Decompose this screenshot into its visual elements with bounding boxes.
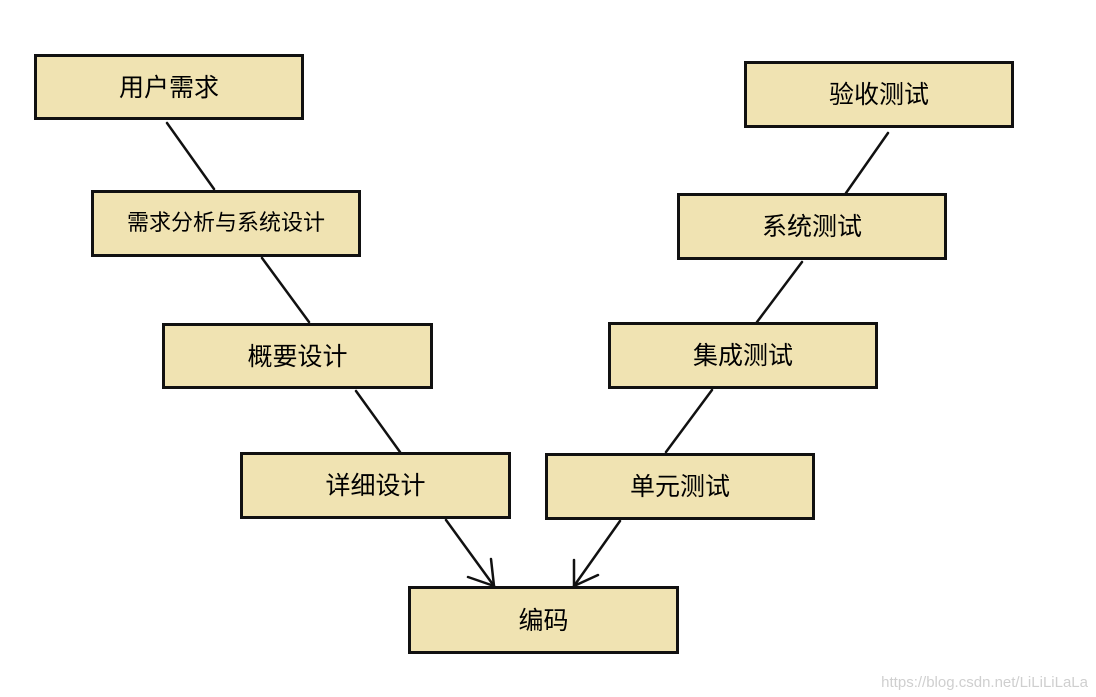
source-watermark: https://blog.csdn.net/LiLiLiLaLa (881, 674, 1088, 691)
node-label: 单元测试 (629, 472, 730, 501)
requirements-analysis-node: 需求分析与系统设计 (91, 190, 361, 257)
user-requirements-node: 用户需求 (34, 54, 304, 120)
integration-testing-node: 集成测试 (608, 322, 878, 389)
connector-outline-design-to-detailed-design (354, 389, 402, 454)
unit-testing-node: 单元测试 (545, 453, 815, 520)
connector-unit-testing-to-coding (572, 519, 622, 588)
node-label: 系统测试 (761, 212, 862, 241)
node-label: 用户需求 (118, 72, 219, 102)
connector-acceptance-testing-to-system-testing (844, 131, 890, 195)
acceptance-testing-node: 验收测试 (744, 61, 1014, 128)
node-label: 验收测试 (828, 80, 929, 109)
connector-user-requirements-to-requirements-analysis (165, 121, 216, 191)
node-label: 详细设计 (325, 471, 426, 500)
coding-node: 编码 (408, 586, 679, 654)
node-label: 需求分析与系统设计 (126, 210, 325, 236)
arrowhead-unit-testing-to-coding (572, 558, 600, 588)
connector-integration-testing-to-unit-testing (664, 388, 714, 454)
node-label: 集成测试 (692, 341, 793, 370)
connector-system-testing-to-integration-testing (755, 260, 804, 324)
connector-requirements-analysis-to-outline-design (260, 256, 311, 324)
node-label: 概要设计 (247, 341, 348, 371)
outline-design-node: 概要设计 (162, 323, 433, 389)
connector-detailed-design-to-coding (444, 518, 496, 588)
node-label: 编码 (518, 605, 569, 635)
system-testing-node: 系统测试 (677, 193, 947, 260)
detailed-design-node: 详细设计 (240, 452, 511, 519)
arrowhead-detailed-design-to-coding (466, 557, 496, 588)
